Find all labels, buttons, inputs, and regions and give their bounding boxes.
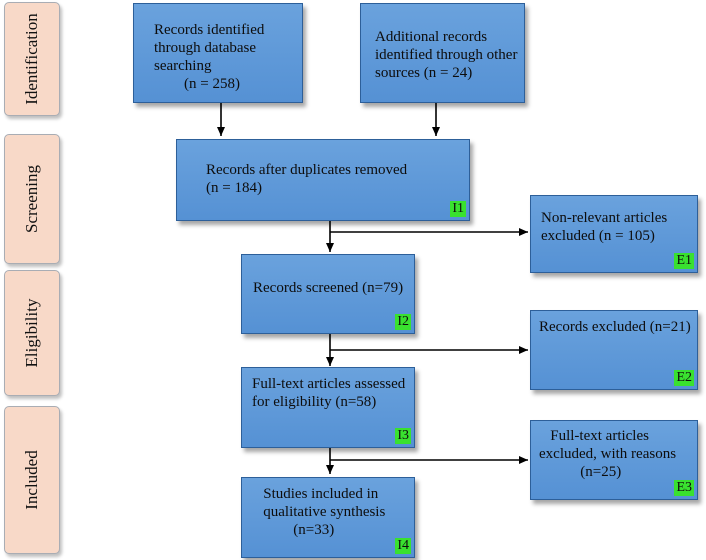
box-non-relevant-excluded-text: Non-relevant articles excluded (n = 105) <box>541 210 668 244</box>
tag-i2: I2 <box>395 314 411 330</box>
box-other-sources-text: Additional records identified through ot… <box>375 29 518 81</box>
tag-e2: E2 <box>674 370 694 386</box>
box-fulltext-excluded: Full-text articles excluded, with reason… <box>530 420 698 500</box>
box-fulltext-excluded-text: Full-text articles excluded, with reason… <box>539 428 677 480</box>
phase-screening: Screening <box>4 134 60 264</box>
tag-e1: E1 <box>674 253 694 269</box>
box-database-records-text: Records identified through database sear… <box>154 22 265 92</box>
box-fulltext-assessed-text: Full-text articles assessed for eligibil… <box>252 376 406 410</box>
box-after-duplicates: Records after duplicates removed (n = 18… <box>176 139 470 221</box>
box-records-excluded-text: Records excluded (n=21) <box>539 319 691 335</box>
phase-identification: Identification <box>4 2 60 116</box>
box-after-duplicates-text: Records after duplicates removed (n = 18… <box>206 162 408 196</box>
phase-included: Included <box>4 406 60 554</box>
box-studies-included: Studies included in qualitative synthesi… <box>241 477 415 558</box>
box-other-sources: Additional records identified through ot… <box>360 3 525 103</box>
tag-i1: I1 <box>450 201 466 217</box>
box-records-screened: Records screened (n=79) I2 <box>241 254 415 334</box>
box-database-records: Records identified through database sear… <box>133 3 303 103</box>
box-records-screened-text: Records screened (n=79) <box>253 280 404 296</box>
tag-i3: I3 <box>395 428 411 444</box>
tag-i4: I4 <box>395 538 411 554</box>
box-non-relevant-excluded: Non-relevant articles excluded (n = 105)… <box>530 195 698 273</box>
phase-eligibility: Eligibility <box>4 270 60 396</box>
box-fulltext-assessed: Full-text articles assessed for eligibil… <box>241 367 415 448</box>
tag-e3: E3 <box>674 480 694 496</box>
box-studies-included-text: Studies included in qualitative synthesi… <box>263 486 386 538</box>
box-records-excluded: Records excluded (n=21) E2 <box>530 310 698 390</box>
